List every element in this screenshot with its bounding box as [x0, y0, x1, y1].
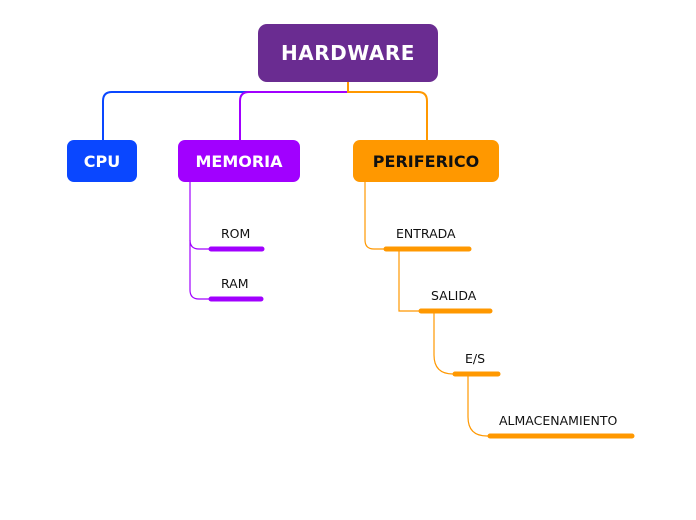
- subtopic-es[interactable]: E/S: [465, 351, 486, 366]
- connector-memoria-ram: [189, 240, 211, 300]
- subtopic-salida[interactable]: SALIDA: [431, 288, 477, 303]
- subtopic-entrada[interactable]: ENTRADA: [396, 226, 456, 241]
- connector-es-almacenamiento: [467, 374, 490, 437]
- topic-node-cpu[interactable]: CPU: [67, 140, 137, 182]
- connector-root-memoria: [239, 82, 349, 140]
- connector-memoria-rom: [189, 182, 211, 250]
- connector-salida-es: [433, 311, 455, 375]
- root-node-hardware[interactable]: HARDWARE: [258, 24, 438, 82]
- connector-root-periferico: [347, 82, 428, 140]
- topic-node-periferico[interactable]: PERIFERICO: [353, 140, 499, 182]
- subtopic-ram[interactable]: RAM: [221, 276, 249, 291]
- connector-periferico-entrada: [364, 182, 386, 250]
- connector-root-cpu: [102, 82, 349, 140]
- topic-node-memoria[interactable]: MEMORIA: [178, 140, 300, 182]
- connector-entrada-salida: [398, 249, 421, 312]
- subtopic-almacenamiento[interactable]: ALMACENAMIENTO: [499, 413, 618, 428]
- subtopic-rom[interactable]: ROM: [221, 226, 251, 241]
